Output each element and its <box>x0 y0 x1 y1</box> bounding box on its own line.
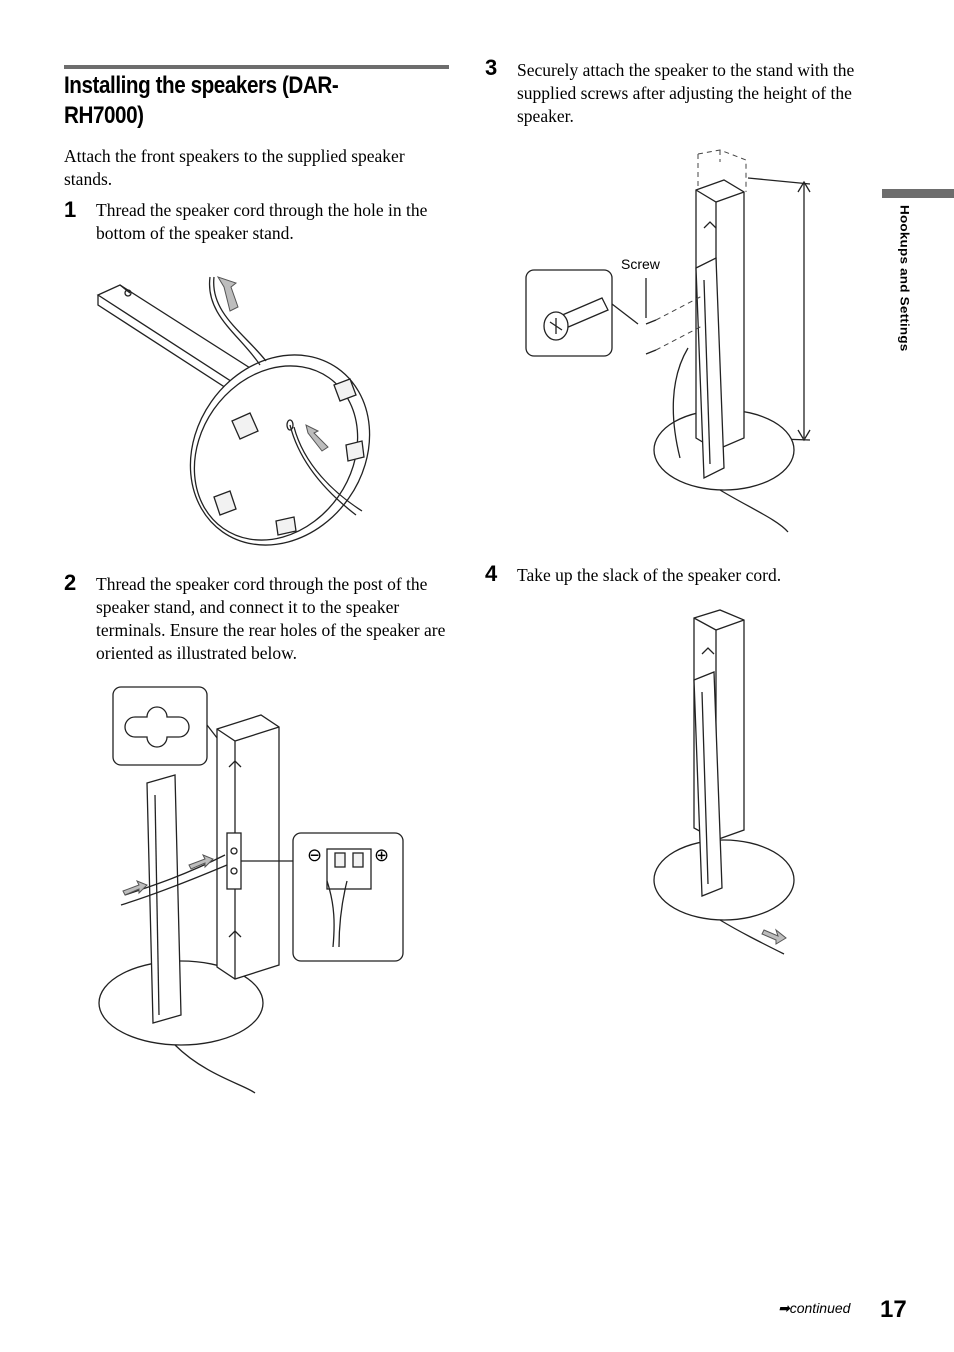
continued-arrow-icon: ➡ <box>778 1300 790 1316</box>
minus-terminal-icon: ⊖ <box>307 845 323 866</box>
step-2-text: Thread the speaker cord through the post… <box>96 574 446 663</box>
title-rule <box>64 65 449 69</box>
continued-indicator: ➡continued <box>778 1300 850 1317</box>
section-title: Installing the speakers (DAR-RH7000) <box>64 72 339 129</box>
step-1-text: Thread the speaker cord through the hole… <box>96 200 428 243</box>
side-tab-bar <box>882 189 954 198</box>
step-1-number: 1 <box>64 197 77 222</box>
figure-4-take-up-slack <box>653 609 795 955</box>
step-4-text: Take up the slack of the speaker cord. <box>517 565 782 585</box>
step-3-number: 3 <box>485 55 498 80</box>
continued-text: continued <box>789 1300 851 1316</box>
figure-2-connect-speaker <box>98 686 404 1094</box>
figure-1-stand-bottom <box>96 276 371 546</box>
plus-terminal-icon: ⊕ <box>374 845 390 866</box>
step-4-number: 4 <box>485 561 498 586</box>
page-number: 17 <box>880 1296 907 1323</box>
step-2-number: 2 <box>64 570 77 595</box>
side-tab-label: Hookups and Settings <box>897 205 912 352</box>
intro-text: Attach the front speakers to the supplie… <box>64 146 405 189</box>
step-3-text: Securely attach the speaker to the stand… <box>517 60 855 126</box>
screw-label: Screw <box>621 256 660 272</box>
figure-3-attach-screws <box>525 149 811 533</box>
